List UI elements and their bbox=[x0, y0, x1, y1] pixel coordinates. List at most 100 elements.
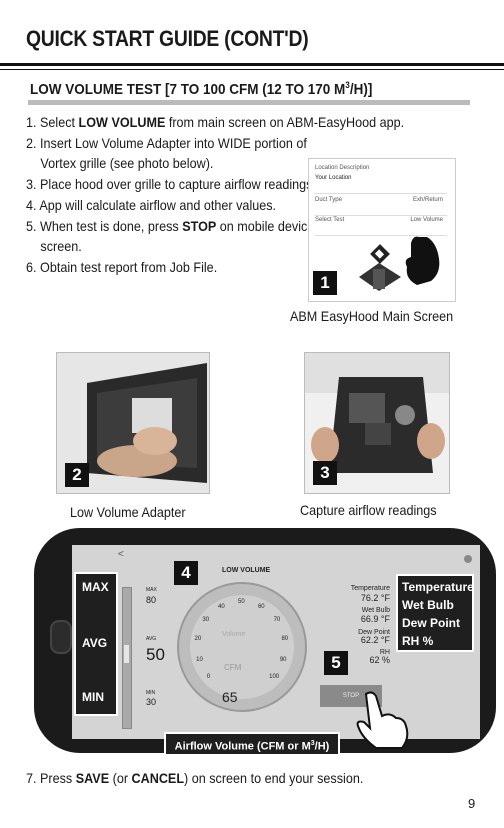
gauge-tick-label: 70 bbox=[273, 617, 281, 624]
pointing-hand-icon bbox=[356, 691, 409, 749]
callout-rh: RH % bbox=[402, 634, 434, 648]
hood-and-hand-illustration bbox=[359, 236, 440, 291]
wet-bulb-label: Wet Bulb bbox=[361, 607, 390, 614]
callout-min: MIN bbox=[82, 690, 104, 704]
low-volume-adapter-photo: 2 bbox=[56, 352, 210, 494]
airflow-callout-end: /H) bbox=[314, 740, 330, 753]
screen-header: LOW VOLUME bbox=[222, 567, 271, 574]
step-item: 3. Place hood over grille to capture air… bbox=[26, 174, 319, 194]
page-number: 9 bbox=[468, 796, 476, 811]
avg-label: AVG bbox=[146, 636, 157, 642]
title-rule-thin bbox=[0, 69, 504, 70]
mini-row-label: Location Description bbox=[315, 165, 370, 171]
step-text: Select bbox=[40, 114, 79, 130]
step-item: 5. When test is done, press STOP on mobi… bbox=[26, 216, 319, 256]
temperature-label: Temperature bbox=[350, 585, 390, 592]
max-value: 80 bbox=[146, 595, 157, 605]
section-underline bbox=[28, 100, 470, 105]
temperature-value: 76.2 °F bbox=[360, 593, 390, 603]
step-badge-3: 3 bbox=[313, 461, 337, 485]
page-title: QUICK START GUIDE (CONT'D) bbox=[26, 26, 309, 51]
mini-row: Select Test Low Volume bbox=[315, 217, 447, 236]
step-badge-2: 2 bbox=[65, 463, 89, 487]
gauge-tick-label: 30 bbox=[202, 617, 210, 624]
step-text: Obtain test report from Job File. bbox=[40, 259, 218, 275]
min-value: 30 bbox=[146, 697, 157, 707]
adapter-caption: Low Volume Adapter bbox=[70, 504, 186, 520]
step-bold-cancel: CANCEL bbox=[131, 770, 185, 786]
capture-airflow-photo: 3 bbox=[304, 352, 450, 494]
gauge-tick-label: 80 bbox=[281, 636, 289, 643]
min-label: MIN bbox=[146, 690, 156, 696]
step-number: 1. bbox=[26, 114, 37, 130]
max-label: MAX bbox=[146, 587, 157, 593]
callout-wet-bulb: Wet Bulb bbox=[402, 598, 454, 612]
step-text: When test is done, press bbox=[40, 218, 183, 234]
mini-row: Your Location bbox=[315, 175, 447, 194]
home-button bbox=[50, 620, 72, 654]
step-item: 1. Select LOW VOLUME from main screen on… bbox=[26, 112, 454, 132]
section-heading-sup: 3 bbox=[345, 80, 350, 90]
back-chevron-icon[interactable]: < bbox=[118, 549, 124, 560]
step-bold: STOP bbox=[182, 218, 217, 234]
mini-row: Location Description bbox=[315, 165, 447, 183]
step-text: Insert Low Volume Adapter into WIDE port… bbox=[40, 135, 307, 171]
step-item: 4. App will calculate airflow and other … bbox=[26, 195, 319, 215]
step-text: Place hood over grille to capture airflo… bbox=[40, 176, 316, 192]
capture-caption: Capture airflow readings bbox=[300, 502, 437, 518]
step-number: 6. bbox=[26, 259, 37, 275]
gauge-tick-label: 100 bbox=[269, 674, 280, 681]
step-number: 4. bbox=[26, 197, 37, 213]
step-number: 3. bbox=[26, 176, 37, 192]
airflow-gauge bbox=[177, 582, 307, 712]
main-screen-caption: ABM EasyHood Main Screen bbox=[290, 308, 454, 324]
section-heading: LOW VOLUME TEST [7 TO 100 CFM (12 TO 170… bbox=[30, 80, 372, 98]
callout-avg: AVG bbox=[82, 636, 108, 650]
mini-row-value: Exh/Return bbox=[412, 197, 443, 203]
section-heading-end: /H)] bbox=[349, 81, 373, 98]
step-number: 7. bbox=[26, 770, 37, 786]
readings-callout: Temperature Wet Bulb Dew Point RH % bbox=[396, 574, 474, 652]
app-main-screen-preview: Location Description Your Location Duct … bbox=[308, 158, 456, 302]
gauge-value: 65 bbox=[222, 689, 238, 705]
gauge-tick-label: 50 bbox=[238, 599, 245, 605]
steps-list: 1. Select LOW VOLUME from main screen on… bbox=[26, 112, 404, 278]
airflow-bar-indicator bbox=[124, 645, 129, 663]
step-badge-4: 4 bbox=[174, 561, 198, 585]
step-badge-1: 1 bbox=[313, 271, 337, 295]
mini-row-value: Low Volume bbox=[410, 217, 443, 223]
adapter-photo-illustration bbox=[57, 353, 209, 493]
step-text: App will calculate airflow and other val… bbox=[39, 197, 277, 213]
gauge-watermark: Volume bbox=[222, 631, 246, 638]
gauge-tick-label: 0 bbox=[206, 674, 211, 681]
section-heading-text: LOW VOLUME TEST [7 TO 100 CFM (12 TO 170… bbox=[30, 81, 346, 98]
step-text-mid: (or bbox=[109, 770, 132, 786]
step-text: Press bbox=[40, 770, 76, 786]
gauge-tick-label: 60 bbox=[257, 603, 265, 610]
airflow-callout-sup: 3 bbox=[310, 740, 315, 747]
mini-row-label: Select Test bbox=[315, 217, 345, 223]
step-bold-save: SAVE bbox=[75, 770, 110, 786]
gauge-tick-label: 90 bbox=[279, 656, 287, 663]
dew-point-label: Dew Point bbox=[358, 629, 390, 636]
wet-bulb-value: 66.9 °F bbox=[360, 614, 390, 624]
avg-value: 50 bbox=[146, 645, 165, 664]
gauge-tick-label: 20 bbox=[194, 636, 202, 643]
callout-max: MAX bbox=[82, 580, 109, 594]
capture-photo-illustration bbox=[305, 353, 449, 493]
stats-callout: MAX AVG MIN bbox=[74, 572, 118, 716]
airflow-callout-text: Airflow Volume (CFM or M bbox=[174, 740, 311, 753]
step-text-post: from main screen on ABM-EasyHood app. bbox=[165, 114, 405, 130]
rh-value: 62 % bbox=[369, 655, 390, 665]
dew-point-value: 62.2 °F bbox=[360, 635, 390, 645]
callout-temperature: Temperature bbox=[402, 580, 474, 594]
airflow-callout: Airflow Volume (CFM or M3/H) bbox=[164, 732, 340, 756]
step-badge-5: 5 bbox=[324, 651, 348, 675]
rh-label: RH bbox=[379, 649, 390, 656]
step-text-post: on mobile device screen. bbox=[40, 218, 315, 254]
step-number: 5. bbox=[26, 218, 37, 234]
step-number: 2. bbox=[26, 135, 37, 151]
step-text-post: ) on screen to end your session. bbox=[184, 770, 364, 786]
step-7: 7. Press SAVE (or CANCEL) on screen to e… bbox=[26, 770, 363, 786]
